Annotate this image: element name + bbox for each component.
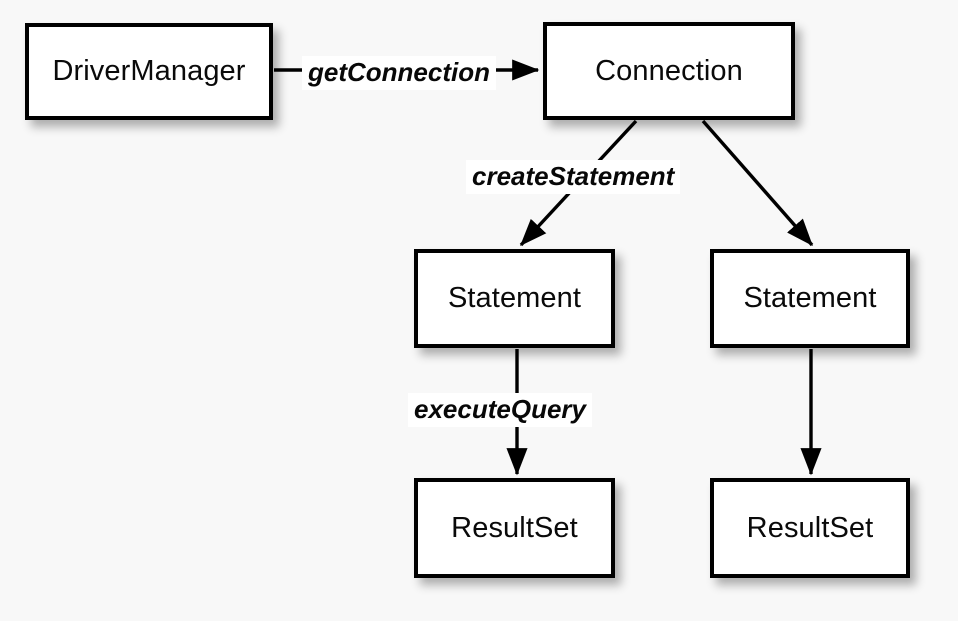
edge-label-create-statement: createStatement: [466, 160, 681, 194]
node-label-resultset-left: ResultSet: [451, 511, 578, 544]
node-resultset-left[interactable]: ResultSet: [414, 478, 615, 578]
node-label-connection: Connection: [595, 54, 743, 87]
node-label-driver-manager: DriverManager: [52, 55, 246, 87]
node-label-statement-left: Statement: [447, 282, 582, 314]
node-label-resultset-right: ResultSet: [746, 511, 874, 544]
edge-label-get-connection: getConnection: [302, 56, 496, 90]
node-statement-left[interactable]: Statement: [414, 249, 615, 348]
edge-label-execute-query: executeQuery: [408, 393, 592, 427]
node-label-statement-right: Statement: [743, 282, 877, 314]
node-driver-manager[interactable]: DriverManager: [25, 23, 273, 120]
node-connection[interactable]: Connection: [543, 22, 795, 120]
node-statement-right[interactable]: Statement: [710, 249, 910, 348]
edge-create-statement-2-line: [701, 119, 814, 247]
node-resultset-right[interactable]: ResultSet: [710, 478, 910, 578]
